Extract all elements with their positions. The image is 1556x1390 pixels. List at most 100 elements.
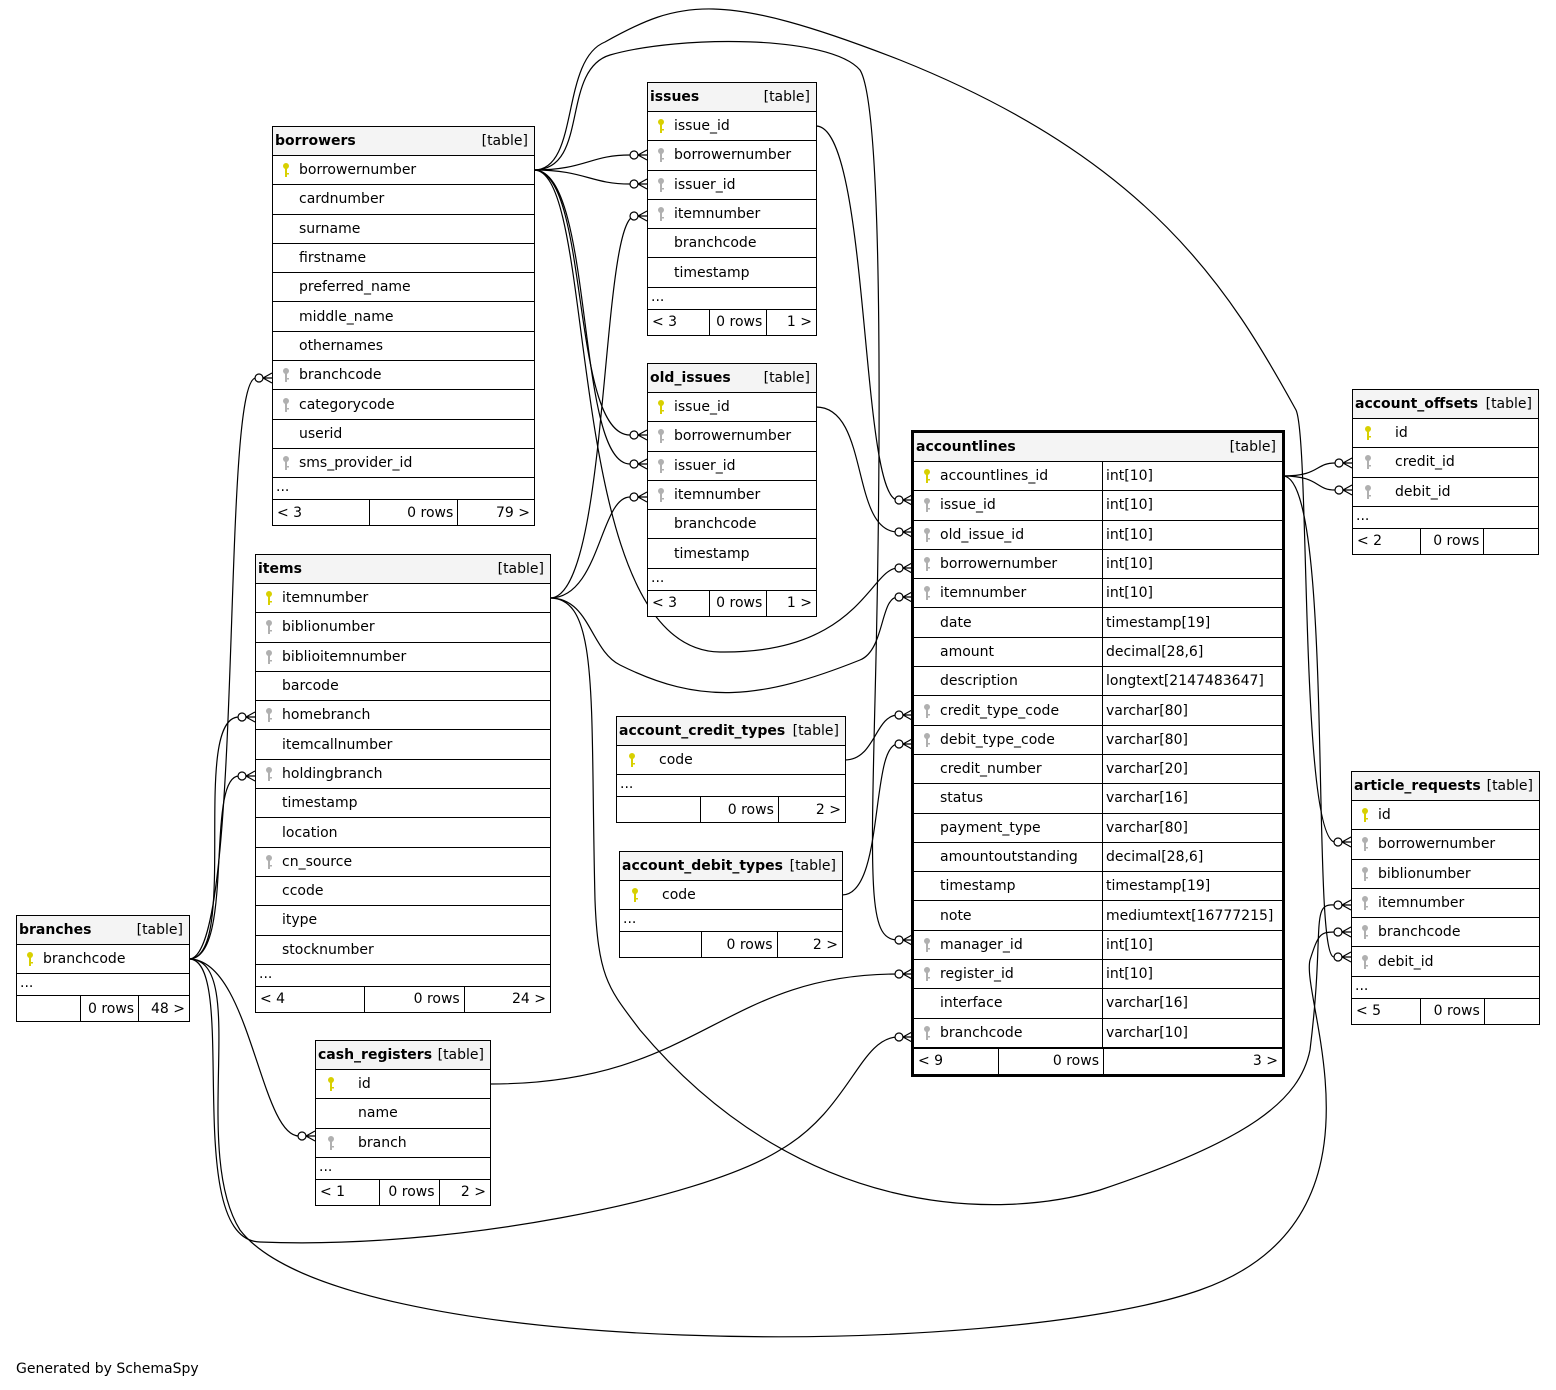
table-header[interactable]: accountlines[table] (914, 433, 1282, 462)
parents-count[interactable]: < 9 (914, 1048, 999, 1074)
column-row[interactable]: branchcode (648, 229, 816, 259)
column-row[interactable]: biblionumber (256, 613, 550, 643)
column-row[interactable]: issuer_id (648, 171, 816, 200)
column-row[interactable]: borrowernumber (273, 156, 534, 186)
column-row[interactable]: credit_id (1353, 448, 1538, 478)
column-row[interactable]: code (620, 881, 842, 911)
parents-count[interactable]: < 3 (273, 500, 370, 526)
parents-count[interactable]: < 1 (316, 1179, 381, 1205)
column-row[interactable]: timestamp (648, 258, 816, 288)
column-row[interactable]: borrowernumber (1352, 830, 1539, 860)
column-row[interactable]: stocknumber (256, 936, 550, 965)
column-row[interactable]: firstname (273, 244, 534, 274)
children-count[interactable]: 79 > (496, 504, 530, 521)
column-row[interactable]: borrowernumber (648, 141, 816, 171)
column-row[interactable]: borrowernumber (648, 422, 816, 452)
column-row[interactable]: holdingbranch (256, 760, 550, 790)
table-header[interactable]: branches[table] (17, 916, 189, 945)
parents-count[interactable] (17, 996, 81, 1022)
column-row[interactable]: homebranch (256, 701, 550, 731)
column-row[interactable]: branch (316, 1129, 490, 1158)
column-row[interactable]: cn_source (256, 848, 550, 877)
children-count[interactable]: 24 > (512, 991, 546, 1008)
children-count[interactable] (1485, 999, 1539, 1024)
children-count[interactable]: 1 > (786, 314, 812, 331)
parents-count[interactable] (620, 932, 703, 958)
column-row[interactable]: branchcode (17, 945, 189, 975)
table-header[interactable]: old_issues[table] (648, 364, 816, 393)
children-count[interactable]: 2 > (460, 1184, 486, 1201)
column-row[interactable]: itemnumber (1352, 889, 1539, 919)
table-header[interactable]: article_requests[table] (1352, 772, 1539, 801)
column-row[interactable]: itemcallnumber (256, 730, 550, 760)
table-header[interactable]: items[table] (256, 555, 550, 584)
column-row[interactable]: location (256, 818, 550, 848)
table-header[interactable]: account_credit_types[table] (617, 717, 845, 746)
table-header[interactable]: cash_registers[table] (316, 1041, 490, 1070)
column-row[interactable]: biblionumber (1352, 860, 1539, 889)
column-row[interactable]: id (1352, 801, 1539, 831)
table-header[interactable]: account_offsets[table] (1353, 390, 1538, 419)
column-row[interactable]: branchcode (273, 361, 534, 391)
column-row[interactable]: code (617, 746, 845, 776)
column-row[interactable]: userid (273, 420, 534, 449)
table-header[interactable]: borrowers[table] (273, 127, 534, 156)
column-row[interactable]: debit_id (1352, 947, 1539, 977)
column-row[interactable]: itemnumber (648, 200, 816, 230)
table-header[interactable]: issues[table] (648, 83, 816, 112)
column-row[interactable]: name (316, 1099, 490, 1129)
column-row[interactable]: categorycode (273, 390, 534, 420)
column-row[interactable]: sms_provider_id (273, 449, 534, 479)
parents-count[interactable]: < 3 (648, 590, 711, 616)
column-row[interactable]: timestamp (256, 789, 550, 819)
parents-count[interactable]: < 4 (256, 986, 365, 1012)
column-row[interactable]: id (1353, 419, 1538, 449)
column-row[interactable]: cardnumber (273, 185, 534, 215)
children-count[interactable]: 3 > (1252, 1053, 1278, 1070)
parents-count[interactable] (617, 797, 702, 823)
column-row[interactable]: itype (256, 906, 550, 936)
column-row[interactable]: biblioitemnumber (256, 643, 550, 672)
children-count[interactable]: 2 > (815, 801, 841, 818)
column-row[interactable]: issuer_id (648, 452, 816, 481)
column-row[interactable]: ccode (256, 877, 550, 907)
column-row[interactable]: issue_id (648, 393, 816, 423)
column-row[interactable]: id (316, 1070, 490, 1100)
parents-count[interactable]: < 2 (1353, 528, 1422, 554)
column-row[interactable]: surname (273, 215, 534, 244)
column-row[interactable]: itemnumber (648, 481, 816, 511)
column-row[interactable]: branchcode (1352, 918, 1539, 948)
children-count[interactable]: 2 > (812, 936, 838, 953)
column-row[interactable]: issue_id (648, 112, 816, 142)
column-row[interactable]: branchcode (648, 510, 816, 540)
column-row[interactable]: othernames (273, 332, 534, 362)
column-row[interactable]: barcode (256, 672, 550, 702)
